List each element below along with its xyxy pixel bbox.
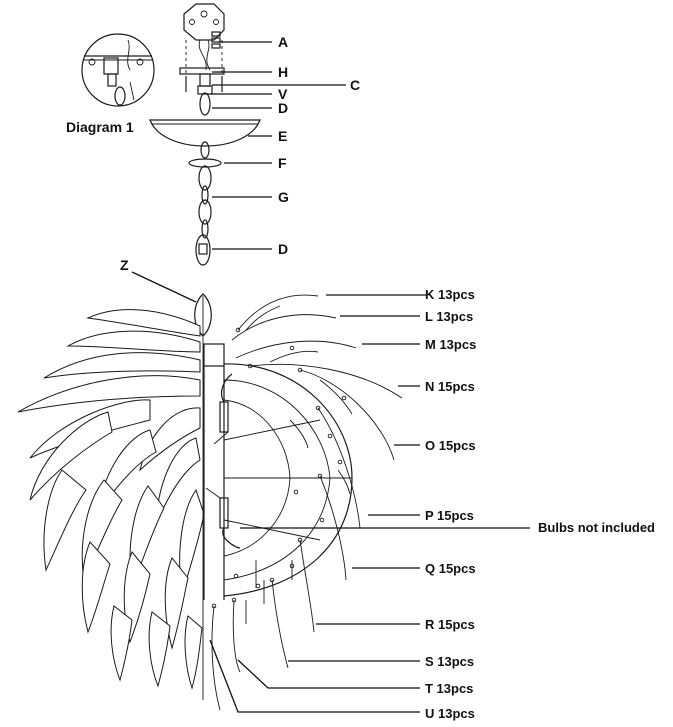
quick-link-bottom xyxy=(195,234,211,266)
petal-row-P: P 15pcs xyxy=(425,508,474,523)
hook-wire xyxy=(245,305,281,331)
hanging-hardware xyxy=(149,3,261,266)
wire-bead xyxy=(315,405,321,411)
label-D-bottom: D xyxy=(278,241,288,257)
quick-link-top xyxy=(199,92,211,116)
hook-wire xyxy=(231,314,337,341)
label-H: H xyxy=(278,64,288,80)
hook-wire xyxy=(319,475,347,581)
canopy-ring xyxy=(188,158,222,168)
wire-bead xyxy=(255,583,261,589)
label-E: E xyxy=(278,128,287,144)
wire-bead xyxy=(231,597,237,603)
petal-row-O: O 15pcs xyxy=(425,438,476,453)
petal-hook-wires xyxy=(211,294,403,711)
center-hub xyxy=(203,343,225,367)
petal-row-U: U 13pcs xyxy=(425,706,475,721)
wire-bead xyxy=(341,395,347,401)
wire-bead xyxy=(233,573,239,579)
assembled-petals-left xyxy=(17,309,205,690)
hook-wire xyxy=(269,350,319,363)
wire-bead xyxy=(211,603,217,609)
label-V: V xyxy=(278,86,288,102)
hook-wire xyxy=(299,369,395,461)
petal-row-R: R 15pcs xyxy=(425,617,475,632)
wire-bead xyxy=(235,327,241,333)
top-leader-lines xyxy=(210,41,346,250)
hook-wire xyxy=(235,340,357,359)
hook-wire xyxy=(232,599,241,673)
petal-row-S: S 13pcs xyxy=(425,654,474,669)
petal-row-T: T 13pcs xyxy=(425,681,473,696)
hook-wire xyxy=(337,469,351,495)
wire-bead xyxy=(289,345,295,351)
wire-frame xyxy=(223,363,353,597)
label-Z: Z xyxy=(120,257,129,273)
wire-bead xyxy=(317,473,323,479)
hook-wire xyxy=(289,419,309,449)
petal-row-M: M 13pcs xyxy=(425,337,476,352)
wire-bead xyxy=(297,537,303,543)
wire-bead xyxy=(327,433,333,439)
hook-wire xyxy=(319,379,353,415)
hook-wire xyxy=(237,294,319,331)
hook-wire xyxy=(317,407,361,529)
junction-box xyxy=(183,3,225,41)
hook-wire xyxy=(211,605,221,711)
sockets-and-bulbs xyxy=(205,373,241,549)
chandelier-body xyxy=(17,293,403,711)
bulbs-note: Bulbs not included xyxy=(538,520,655,535)
hook-wire xyxy=(299,539,315,633)
wire-bead xyxy=(319,517,325,523)
diagram-1-caption: Diagram 1 xyxy=(66,119,134,135)
label-F: F xyxy=(278,155,287,171)
wire-bead xyxy=(269,577,275,583)
petal-row-leaders xyxy=(209,294,530,713)
wire-bead xyxy=(289,563,295,569)
wire-bead xyxy=(297,367,303,373)
wire-bead xyxy=(337,459,343,465)
diagram-1-inset xyxy=(81,33,155,107)
petal-row-N: N 15pcs xyxy=(425,379,475,394)
label-D-top: D xyxy=(278,100,288,116)
petal-row-L: L 13pcs xyxy=(425,309,473,324)
wire-bead xyxy=(247,363,253,369)
label-G: G xyxy=(278,189,289,205)
label-C: C xyxy=(350,77,360,93)
wire-bead xyxy=(293,489,299,495)
chain xyxy=(198,141,212,239)
petal-row-Q: Q 15pcs xyxy=(425,561,476,576)
hook-wire xyxy=(249,363,403,399)
petal-row-K: K 13pcs xyxy=(425,287,475,302)
crossbar xyxy=(179,67,225,75)
wire-nuts xyxy=(211,31,221,49)
hook-wire xyxy=(271,579,289,669)
label-A: A xyxy=(278,34,288,50)
canopy xyxy=(149,119,261,147)
